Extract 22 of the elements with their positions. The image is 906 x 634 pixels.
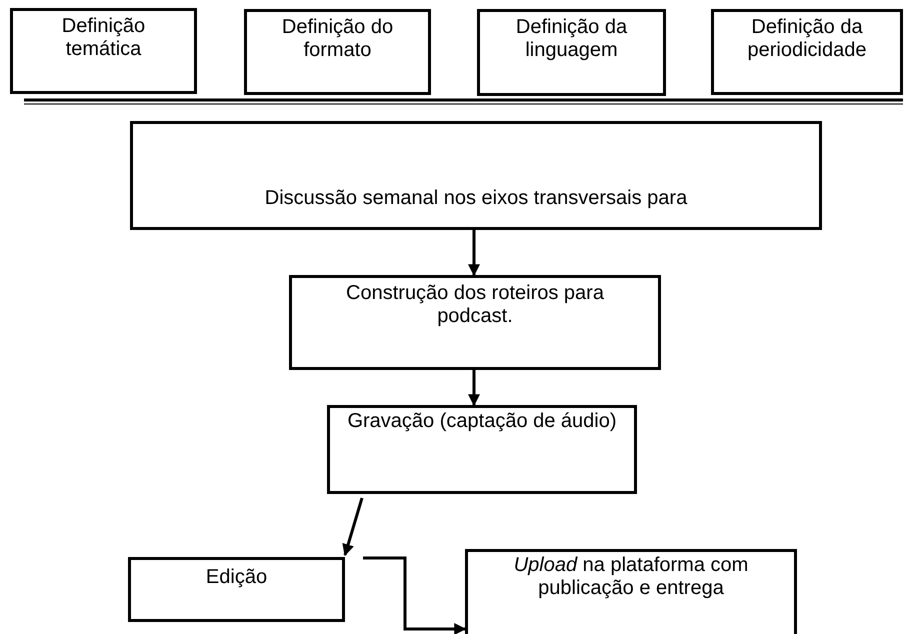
process-box (711, 9, 903, 95)
process-box (327, 405, 637, 494)
process-box (130, 121, 822, 230)
arrow (468, 230, 480, 276)
process-box (244, 9, 431, 95)
process-box (289, 275, 661, 370)
process-box (477, 9, 666, 96)
arrow (363, 556, 466, 634)
process-box (465, 549, 797, 634)
box-label: Definição temática (60, 15, 146, 61)
arrow (342, 498, 364, 556)
box-label: Definição do formato (280, 16, 394, 62)
box-label: Definição da linguagem (514, 16, 628, 62)
process-box (10, 8, 197, 94)
box-label: Discussão semanal nos eixos transversais para (264, 187, 688, 210)
box-label: Definição da periodicidade (746, 16, 868, 62)
process-box (128, 557, 345, 622)
box-label: Edição (206, 566, 268, 589)
box-label: Gravação (captação de áudio) (347, 410, 617, 433)
arrow (468, 370, 480, 406)
box-label: Upload na plataforma com publicação e entrega (512, 554, 750, 600)
box-label: Construção dos roteiros para podcast. (345, 282, 605, 328)
